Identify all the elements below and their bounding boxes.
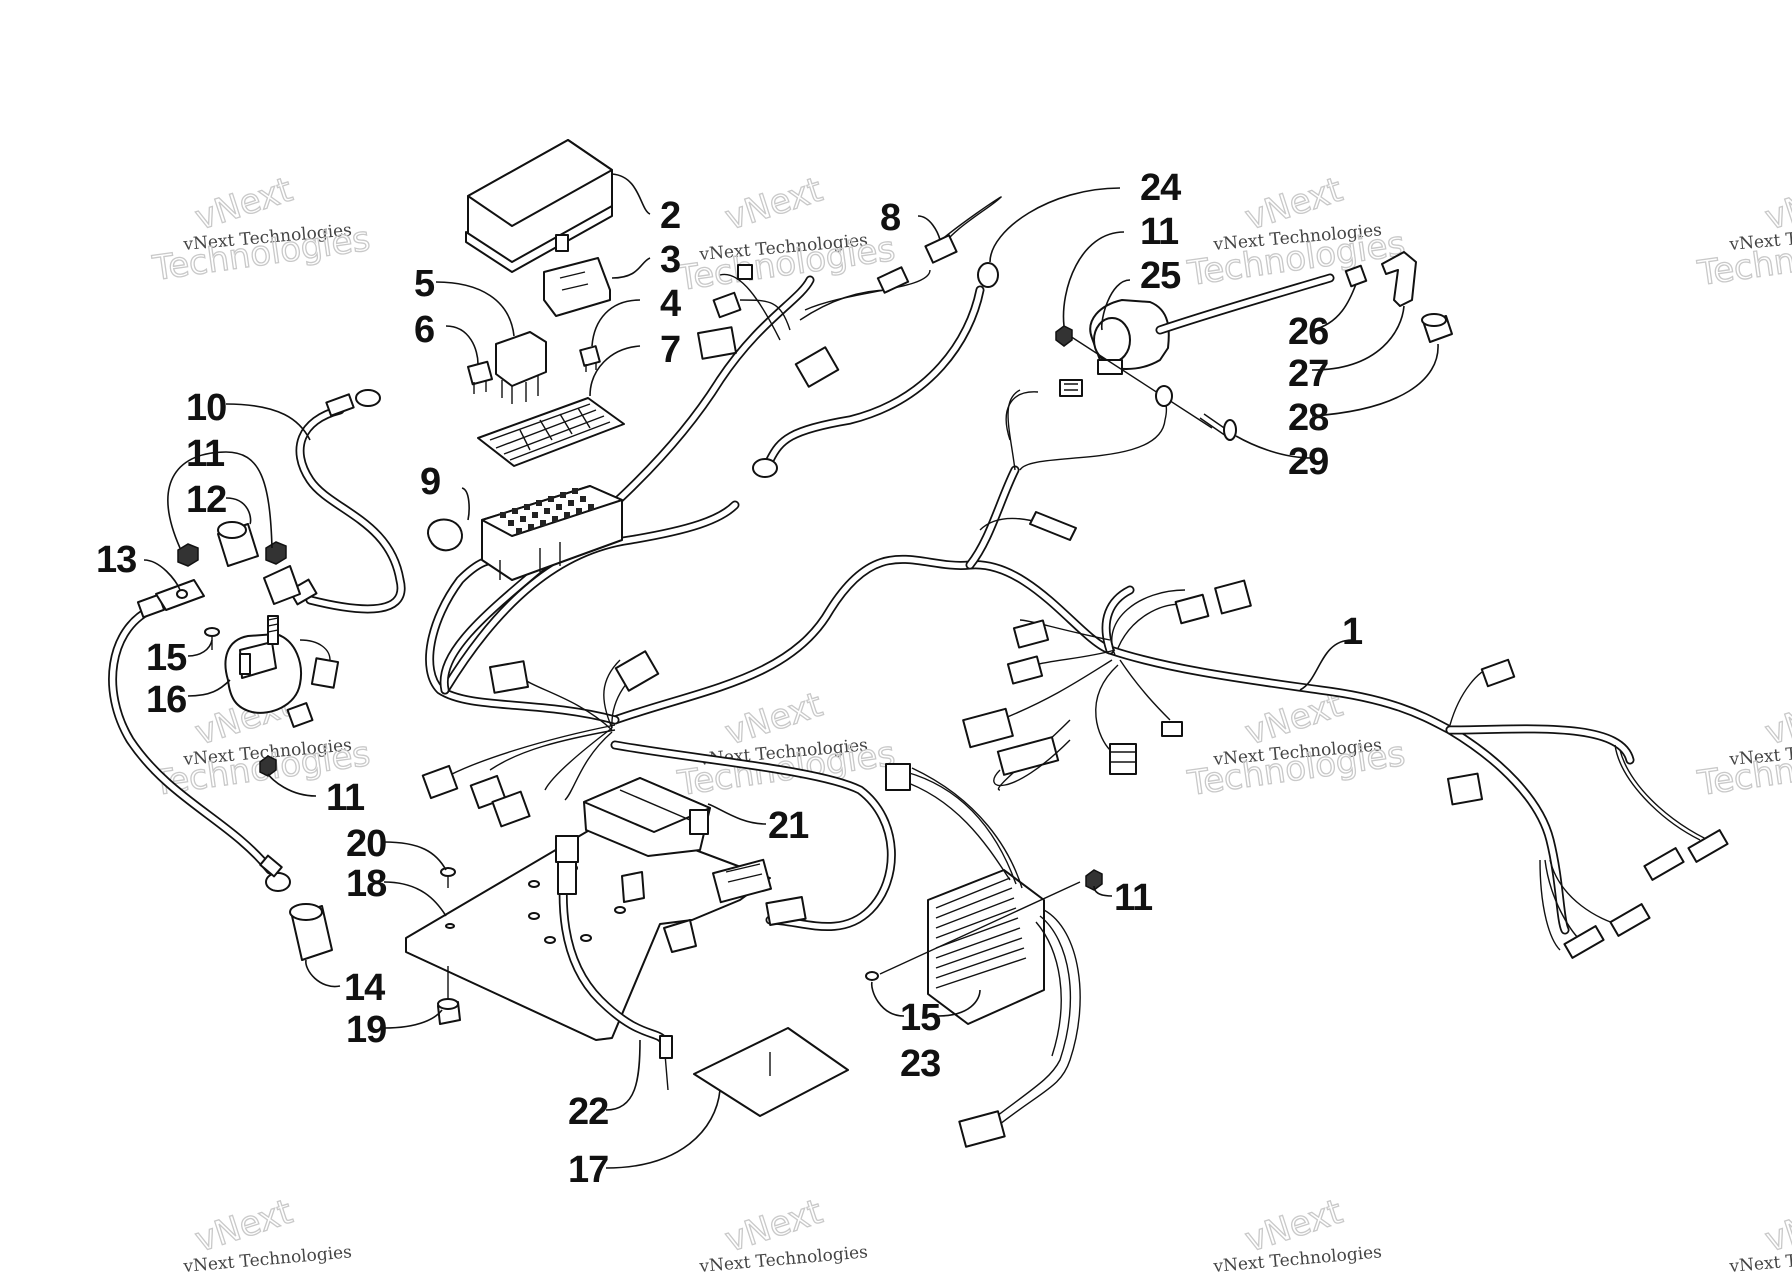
callout-4: 4 [660,283,681,325]
svg-text:vNext: vNext [1760,685,1792,754]
svg-text:vNext: vNext [1760,170,1792,239]
callout-labels: 1 2 3 4 5 6 7 8 9 10 11 11 11 11 12 13 1… [96,167,1364,1191]
callout-24: 24 [1140,167,1181,209]
callout-3: 3 [660,239,680,281]
watermark: vNext vNext Technologies [698,1191,869,1277]
voltage-regulator [885,763,1081,1148]
callout-29: 29 [1288,441,1328,483]
fuse-holder [299,639,340,689]
relay [495,331,547,404]
bolt [1199,413,1237,441]
callout-18: 18 [346,863,386,905]
screw [440,867,456,929]
callout-28: 28 [1288,397,1328,439]
spark-plug-boot [1344,264,1368,288]
watermark: vNext vNext Technologies Technologies [1694,169,1792,295]
hex-nut [177,543,199,567]
leader-lines [143,173,1439,1169]
callout-15-solenoid: 15 [146,637,187,679]
callout-26: 26 [1288,311,1328,353]
callout-11-solenoid-top: 11 [186,433,225,475]
callout-21: 21 [768,805,809,847]
watermark: vNext vNext Technologies Technologies [149,169,373,290]
watermark: vNext vNext Technologies [1728,1191,1792,1277]
callout-2: 2 [660,195,680,237]
callout-6: 6 [414,309,434,351]
terminal-boot [289,903,333,961]
relay-cover [543,257,611,317]
svg-text:vNext Technologies: vNext Technologies [698,1242,869,1277]
hex-nut [1085,869,1103,891]
watermark: vNext vNext Technologies Technologies [1184,169,1408,295]
callout-7: 7 [660,329,680,371]
terminal-cap [217,521,259,567]
callout-17: 17 [568,1149,608,1191]
svg-text:vNext: vNext [1760,1192,1792,1261]
small-fuse [467,360,493,394]
ignition-coil [1069,273,1335,429]
callout-19: 19 [346,1009,386,1051]
mounting-plate [405,817,771,1041]
starter-cable [108,579,291,892]
svg-text:vNext: vNext [720,170,827,239]
battery-cable [288,389,406,614]
cdi-module [583,777,711,857]
label-decal [693,1027,849,1117]
watermark: vNext vNext Technologies Technologies [674,684,898,805]
callout-23: 23 [900,1043,940,1085]
screw [204,627,220,650]
sensor-wire [555,835,673,1091]
callout-15-regulator: 15 [900,997,941,1039]
cdi-connector [712,858,807,926]
terminal-plate [263,565,301,605]
callout-20: 20 [346,823,386,865]
callout-27: 27 [1288,353,1328,395]
mini-fuse [579,345,601,372]
screw [865,971,879,981]
starter-solenoid [224,615,314,728]
callout-25: 25 [1140,255,1181,297]
fuse-block [481,485,623,581]
callout-13: 13 [96,539,136,581]
callout-8: 8 [880,197,900,239]
clip-ring [427,518,463,552]
callout-10: 10 [186,387,226,429]
leader-line [879,881,1081,975]
watermark: vNext vNext Technologies [1212,1191,1383,1277]
watermark: vNext vNext Technologies [182,1191,353,1277]
hex-nut [265,541,287,565]
spark-plug-cap [1381,251,1417,307]
callout-5: 5 [414,263,435,305]
callout-12: 12 [186,479,226,521]
fuse-label-decal [477,397,625,467]
watermark: vNext vNext Technologies Technologies [1694,684,1792,805]
callout-9: 9 [420,461,440,503]
harness-connectors-top [697,264,840,388]
svg-text:vNext Technologies: vNext Technologies [1212,1242,1383,1277]
callout-16: 16 [146,679,186,721]
callout-14: 14 [344,967,385,1009]
boot-sleeve [1421,313,1453,343]
coil-connectors [1005,379,1173,541]
callout-1: 1 [1342,611,1363,653]
harness-connectors-right [962,579,1729,959]
watermark: vNext vNext Technologies Technologies [674,169,898,300]
callout-11-coil: 11 [1140,211,1179,253]
hex-nut [1055,325,1073,347]
callout-11-regulator: 11 [1114,877,1153,919]
callout-11-solenoid-bottom: 11 [326,777,365,819]
bushing [437,966,461,1025]
harness-connector [876,196,1002,294]
ground-cable [752,262,999,478]
callout-22: 22 [568,1091,608,1133]
hex-nut [259,755,277,777]
harness-connectors-left [421,650,660,828]
fuse-box-lid [465,139,613,273]
